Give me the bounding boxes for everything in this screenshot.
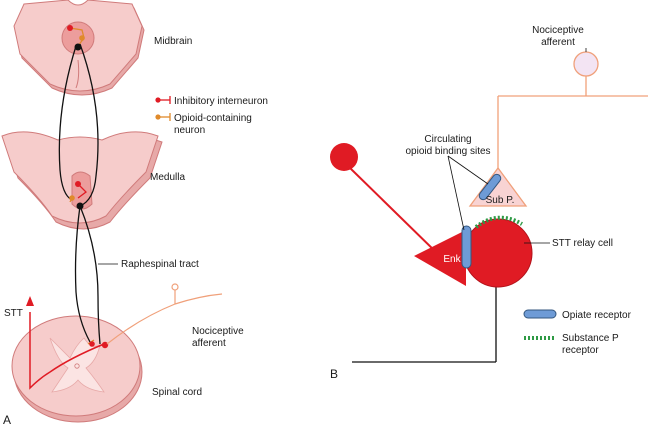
nociceptive-afferent-cell-b <box>573 51 599 77</box>
midbrain-projection-neuron <box>74 43 82 51</box>
stt-relay-cell-body <box>463 218 533 288</box>
opiate-receptor-on-subp <box>478 173 502 201</box>
panel-b: Nociceptive afferent Circulating opioid … <box>330 25 648 381</box>
stt-arrow-head <box>26 296 34 306</box>
label-sub-p: Sub P. <box>486 195 515 206</box>
enk-terminal <box>414 230 466 286</box>
stt-pathway <box>26 283 223 390</box>
label-midbrain: Midbrain <box>154 36 192 47</box>
medulla-neurons <box>69 181 87 210</box>
label-binding-sites-1: Circulating <box>424 134 471 145</box>
panel-b-legend <box>523 309 557 340</box>
opiate-receptor-on-stt <box>461 225 472 269</box>
legend-opioid-label-2: neuron <box>174 125 205 136</box>
legend-opioid-label-1: Opioid-containing <box>174 113 252 124</box>
midbrain-neurons <box>67 25 85 51</box>
label-stt-relay-cell: STT relay cell <box>552 238 613 249</box>
label-raphespinal-tract: Raphespinal tract <box>121 259 199 270</box>
descending-fibers <box>58 43 101 345</box>
label-nociceptive-a-2: afferent <box>192 338 226 349</box>
label-medulla: Medulla <box>150 172 185 183</box>
nociceptive-afferent-cell-a <box>171 283 179 291</box>
panel-letter-a: A <box>3 413 11 427</box>
nociceptive-afferent-b <box>497 51 648 172</box>
opiate-receptor-legend-icon <box>523 309 557 319</box>
label-nociceptive-a-1: Nociceptive <box>192 326 244 337</box>
label-nociceptive-b-1: Nociceptive <box>532 25 584 36</box>
label-binding-sites-2: opioid binding sites <box>405 146 490 157</box>
label-enk: Enk <box>443 254 461 265</box>
panel-a-legend <box>155 96 171 121</box>
label-spinal-cord: Spinal cord <box>152 387 202 398</box>
label-nociceptive-b-2: afferent <box>541 37 575 48</box>
inhibitory-interneuron-icon <box>155 97 161 103</box>
substance-p-receptor-band <box>474 215 524 229</box>
medulla-inhibitory-neuron <box>75 181 81 187</box>
legend-opiate-label: Opiate receptor <box>562 310 632 321</box>
legend-substance-p-label-2: receptor <box>562 345 599 356</box>
panel-b-leaders <box>447 48 587 244</box>
medulla-section <box>1 131 163 230</box>
spinal-inhibitory-neuron <box>89 341 95 347</box>
panel-a: Midbrain Medulla Raphespinal tract STT N… <box>1 0 268 427</box>
opioid-neuron-icon <box>155 114 161 120</box>
panel-letter-b: B <box>330 367 338 381</box>
medulla-projection-neuron <box>76 202 84 210</box>
enk-cell-body <box>330 143 358 171</box>
legend-substance-p-label-1: Substance P <box>562 333 619 344</box>
spinal-cord-section <box>11 315 143 423</box>
stt-relay-cell <box>352 215 533 363</box>
midbrain-inhibitory-neuron <box>67 25 73 31</box>
spinal-stt-cell <box>101 341 109 349</box>
midbrain-opioid-neuron <box>79 35 85 41</box>
label-stt-a: STT <box>4 308 23 319</box>
medulla-opioid-neuron <box>69 195 75 201</box>
nociceptive-afferent-fiber-a <box>106 293 223 345</box>
enk-neuron <box>330 143 466 286</box>
legend-inhibitory-label: Inhibitory interneuron <box>174 96 268 107</box>
